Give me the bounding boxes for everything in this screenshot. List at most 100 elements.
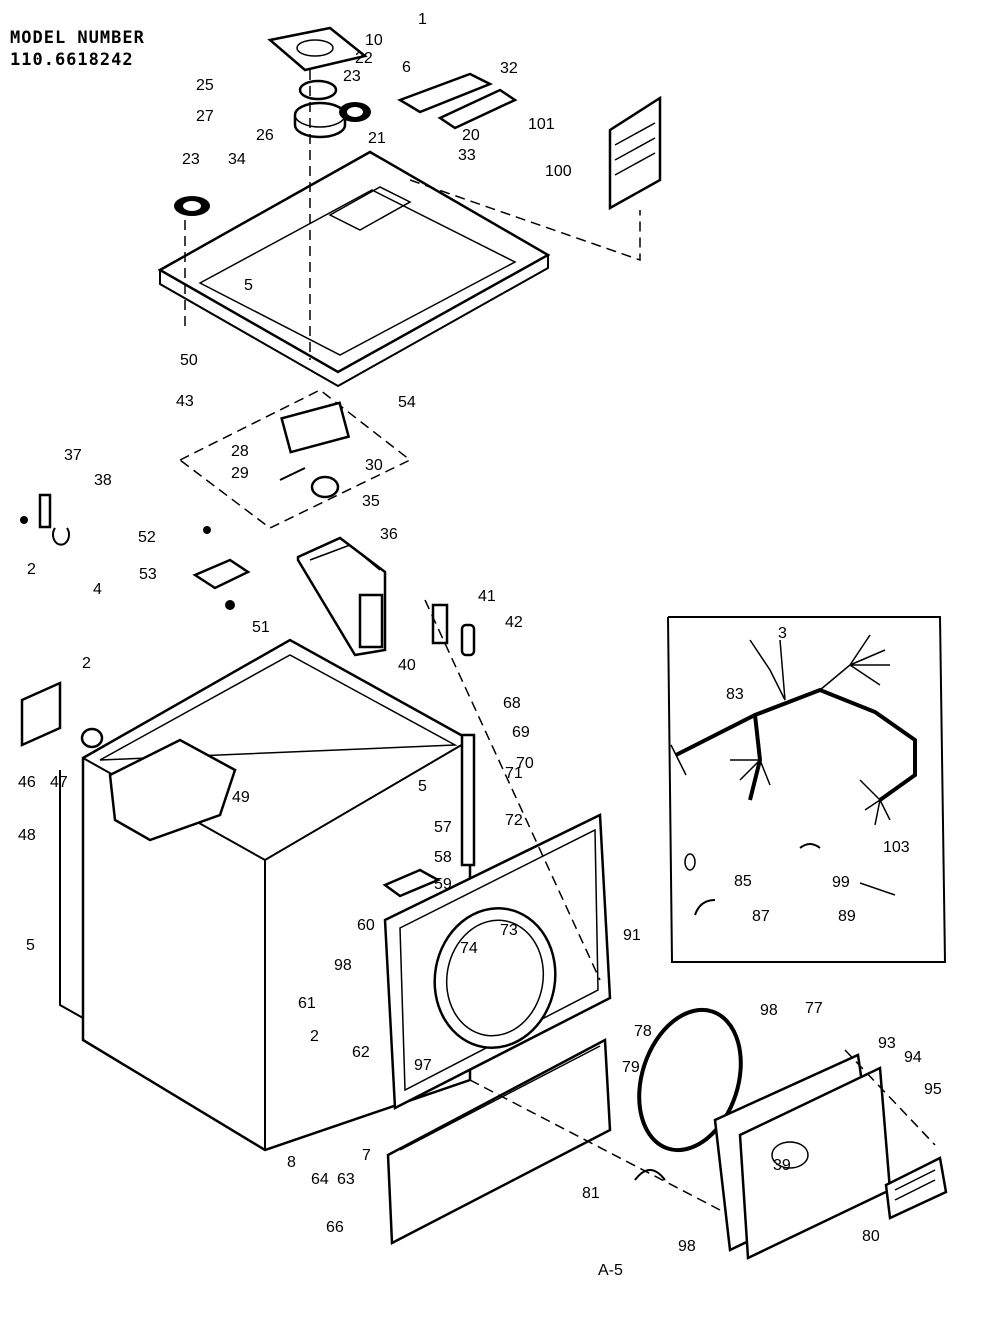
part-label-p39: 39 [773,1157,791,1174]
part-label-p2a: 2 [27,561,36,578]
part-label-p71: 71 [505,765,523,782]
part-label-p41: 41 [478,588,496,605]
switch-37 [20,493,70,546]
leader-handle [844,1049,936,1146]
knob-23-upper [339,102,371,122]
part-label-p6: 6 [402,59,411,76]
knob-26 [293,101,347,139]
part-label-p94: 94 [904,1049,922,1066]
part-label-p3: 3 [778,625,787,642]
part-label-p4: 4 [93,581,102,598]
housing-36 [296,536,387,657]
part-label-p33: 33 [458,147,476,164]
part-label-p42: 42 [505,614,523,631]
leader-front [424,599,601,981]
part-label-p95: 95 [924,1081,942,1098]
part-label-p50: 50 [180,352,198,369]
knob-23-left [174,196,210,216]
part-label-p23a: 23 [343,68,361,85]
part-label-p98a: 98 [334,957,352,974]
part-label-p5b: 5 [418,778,427,795]
part-label-p53: 53 [139,566,157,583]
part-label-p79: 79 [622,1059,640,1076]
terminal-block-41 [431,603,476,657]
part-label-p43: 43 [176,393,194,410]
part-label-p2b: 2 [82,655,91,672]
part-label-p61: 61 [298,995,316,1012]
part-label-p73: 73 [500,922,518,939]
part-label-p48: 48 [18,827,36,844]
part-label-p98b: 98 [760,1002,778,1019]
console-strip-101 [437,88,518,130]
part-label-p25: 25 [196,77,214,94]
part-label-p100: 100 [545,163,572,180]
part-label-p7: 7 [362,1147,371,1164]
part-label-p83: 83 [726,686,744,703]
leader-100 [409,179,641,262]
part-label-p98c: 98 [678,1238,696,1255]
part-label-p49: 49 [232,789,250,806]
part-label-p27: 27 [196,108,214,125]
part-label-p2c: 2 [310,1028,319,1045]
part-label-p99: 99 [832,874,850,891]
part-label-p10: 10 [365,32,383,49]
part-label-p23b: 23 [182,151,200,168]
part-label-p1: 1 [418,11,427,28]
part-label-p57: 57 [434,819,452,836]
part-label-p36: 36 [380,526,398,543]
model-number-label: MODEL NUMBER [10,28,145,48]
part-label-p28: 28 [231,443,249,460]
part-label-p66: 66 [326,1219,344,1236]
part-label-p72: 72 [505,812,523,829]
model-number-value: 110.6618242 [10,50,134,70]
control-box-100 [608,95,662,211]
control-panel-cover-10 [267,26,368,72]
part-label-p77: 77 [805,1000,823,1017]
part-label-p78: 78 [634,1023,652,1040]
part-label-p85: 85 [734,873,752,890]
part-label-p46: 46 [18,774,36,791]
wire-harness-inset [667,616,947,963]
part-label-p97: 97 [414,1057,432,1074]
part-label-p81: 81 [582,1185,600,1202]
part-label-p5c: 5 [26,937,35,954]
part-label-p89: 89 [838,908,856,925]
part-label-p32: 32 [500,60,518,77]
part-label-p80: 80 [862,1228,880,1245]
part-label-p70: 70 [516,755,534,772]
panel-46 [20,681,104,749]
part-label-p47: 47 [50,774,68,791]
part-label-p62: 62 [352,1044,370,1061]
part-label-p93: 93 [878,1035,896,1052]
door-handle-95 [884,1156,948,1220]
rear-panel-69 [460,733,476,867]
bracket-53 [192,526,251,610]
part-label-p63: 63 [337,1171,355,1188]
part-label-p58: 58 [434,849,452,866]
part-label-p22: 22 [355,50,373,67]
part-label-p38: 38 [94,472,112,489]
part-label-p101: 101 [528,116,555,133]
front-panel-72 [383,813,612,1110]
part-label-p20: 20 [462,127,480,144]
part-label-p5a: 5 [244,277,253,294]
part-label-p21: 21 [368,130,386,147]
toe-panel-66 [386,1037,612,1246]
part-label-p30: 30 [365,457,383,474]
part-label-p40: 40 [398,657,416,674]
part-label-p60: 60 [357,917,375,934]
part-label-p51: 51 [252,619,270,636]
bracket-58 [382,868,441,898]
part-label-p52: 52 [138,529,156,546]
part-label-p54: 54 [398,394,416,411]
part-label-p69: 69 [512,724,530,741]
part-label-p68: 68 [503,695,521,712]
part-label-p26: 26 [256,127,274,144]
part-label-p29: 29 [231,465,249,482]
part-label-p35: 35 [362,493,380,510]
bracket-assembly-43 [178,389,412,529]
door-seal-78 [637,1007,743,1153]
page-id: A-5 [598,1262,623,1279]
